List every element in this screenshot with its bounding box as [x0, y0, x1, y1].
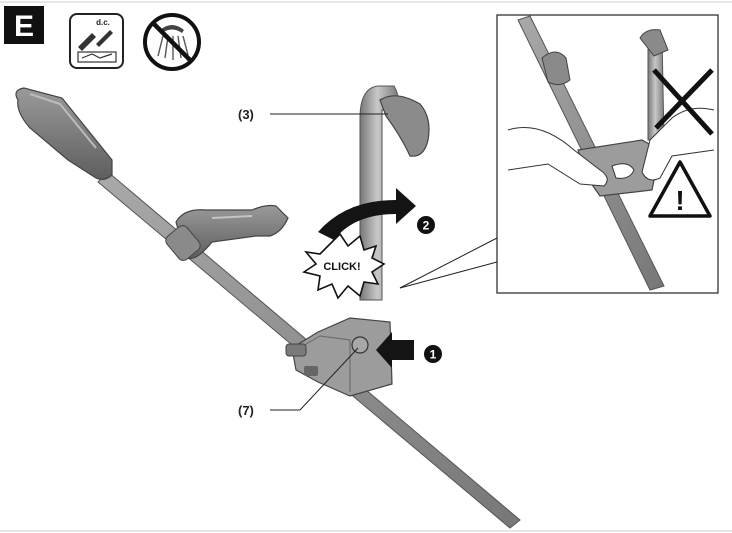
clamp-body: [285, 317, 393, 397]
dc-caption: d.c.: [96, 18, 110, 27]
push-arrow: 1: [376, 332, 442, 368]
callout-lock-label: (7): [238, 403, 254, 418]
step-2-number: 2: [423, 219, 430, 233]
rotate-arrow: 2: [318, 188, 435, 240]
warning-triangle-icon: !: [648, 160, 712, 218]
figure-badge: E: [4, 6, 44, 44]
detail-inset: !: [496, 14, 719, 294]
figure-letter: E: [14, 10, 34, 43]
x-mark-icon: [652, 68, 714, 136]
step-1-number: 1: [430, 348, 437, 362]
auxiliary-handle: [165, 204, 289, 261]
step-2-marker: [417, 216, 435, 234]
no-water-spray-icon: [143, 13, 201, 71]
zoom-line-upper: [399, 237, 498, 289]
assembly-tools-icon: d.c.: [69, 13, 124, 69]
lock-button: [351, 336, 369, 354]
warning-symbol: !: [675, 185, 684, 216]
zoom-line-lower: [399, 261, 498, 289]
callout-handle-label: (3): [238, 107, 254, 122]
callout-lock: (7): [238, 347, 359, 418]
callout-handle: (3): [238, 107, 388, 122]
bow-handle: [359, 85, 430, 301]
click-burst: CLICK!: [302, 232, 386, 300]
click-label: CLICK!: [323, 261, 360, 273]
top-grip: [15, 87, 113, 181]
step-1-marker: [424, 345, 442, 363]
